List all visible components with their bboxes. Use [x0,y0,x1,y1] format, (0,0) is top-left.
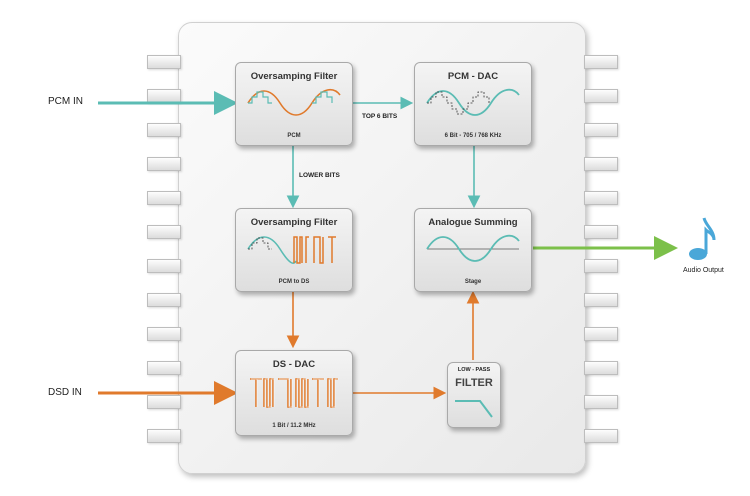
chip-pin [584,89,618,103]
chip-pin [147,361,181,375]
chip-pin [147,191,181,205]
pdm-bitstream-wave-icon [250,378,339,408]
chip-pin [584,157,618,171]
analogue-summing-block: Analogue Summing Stage [414,208,532,292]
oversampling-filter-pcm-block: Oversamping Filter PCM [235,62,353,146]
chip-pin [147,395,181,409]
block-subtitle: Stage [464,279,482,285]
top-bits-label: TOP 6 BITS [362,113,398,120]
block-title: Oversamping Filter [250,71,338,82]
lower-bits-label: LOWER BITS [299,172,340,179]
chip-pin [147,225,181,239]
pcm-in-label: PCM IN [48,96,83,107]
chip-pin [584,395,618,409]
chip-pin [584,123,618,137]
block-title: PCM - DAC [447,71,499,82]
lowpass-filter-block: LOW - PASS FILTER [447,362,501,428]
block-title: Analogue Summing [428,217,518,228]
chip-pin [584,429,618,443]
dsd-in-label: DSD IN [48,387,82,398]
block-title: Oversamping Filter [250,217,338,228]
analog-sine-wave-icon [426,234,520,262]
chip-pin [147,55,181,69]
oversampling-filter-ds-block: Oversamping Filter PCM to DS [235,208,353,292]
chip-pin [584,327,618,341]
chip-pin [147,123,181,137]
chip-pin [584,361,618,375]
filter-title: FILTER [455,377,493,389]
chip-pin [147,327,181,341]
chip-pin [147,429,181,443]
ds-dac-block: DS - DAC 1 Bit / 11.2 MHz [235,350,353,436]
chip-pin [147,259,181,273]
chip-pin [147,293,181,307]
block-subtitle: PCM to DS [278,279,310,285]
block-title: DS - DAC [272,359,316,370]
chip-pin [584,259,618,273]
lowpass-curve-icon [455,400,493,418]
pcm-dac-block: PCM - DAC 6 Bit - 705 / 768 KHz [414,62,532,146]
filter-top-label: LOW - PASS [457,367,491,373]
chip-pin [584,55,618,69]
chip-pin [584,225,618,239]
sine-wave-icon [426,88,520,116]
block-subtitle: 6 Bit - 705 / 768 KHz [444,133,502,139]
chip-pin [147,157,181,171]
audio-output-label: Audio Output [683,267,724,274]
chip-pin [584,191,618,205]
stepped-sine-wave-icon [247,88,341,116]
chip-pin [584,293,618,307]
music-note-icon [689,217,716,260]
block-subtitle: PCM [287,133,301,139]
sine-to-pdm-wave-icon [247,236,336,264]
block-subtitle: 1 Bit / 11.2 MHz [272,423,316,429]
